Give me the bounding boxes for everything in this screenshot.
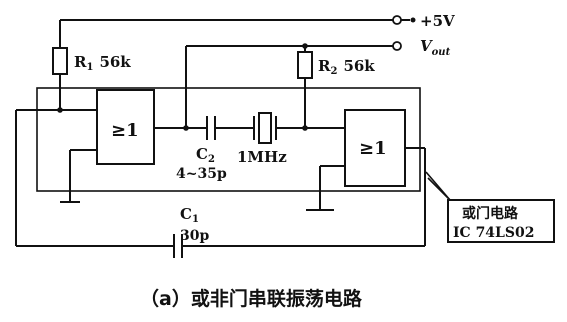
resistor-r2 xyxy=(297,43,313,131)
supply-label: +5V xyxy=(420,12,455,30)
output-terminal xyxy=(392,41,402,51)
c2-value: 4~35p xyxy=(176,166,227,182)
gate1-symbol: ≥1 xyxy=(111,120,139,141)
c1-label: C1 xyxy=(180,205,199,225)
c1-value: 30p xyxy=(180,228,209,244)
gate2-symbol: ≥1 xyxy=(359,138,387,159)
crystal-1mhz xyxy=(253,112,345,144)
callout-line-1: 或门电路 xyxy=(462,205,519,222)
supply-terminal xyxy=(392,15,402,25)
resistor-r1 xyxy=(52,47,68,113)
crystal-label: 1MHz xyxy=(237,148,287,166)
ic-callout xyxy=(425,171,555,243)
c2-label: C2 xyxy=(196,145,215,165)
callout-line-2: IC 74LS02 xyxy=(453,225,534,241)
capacitor-c2 xyxy=(206,116,254,140)
nor-gate-2 xyxy=(306,109,425,211)
nor-gate-1 xyxy=(60,89,207,203)
output-label: Vout xyxy=(420,37,451,58)
supply-rail xyxy=(59,15,416,48)
output-line xyxy=(183,41,402,131)
feedback-loop xyxy=(15,109,426,258)
ic-package-outline xyxy=(36,87,421,192)
figure-caption: （a）或非门串联振荡电路 xyxy=(140,287,363,310)
